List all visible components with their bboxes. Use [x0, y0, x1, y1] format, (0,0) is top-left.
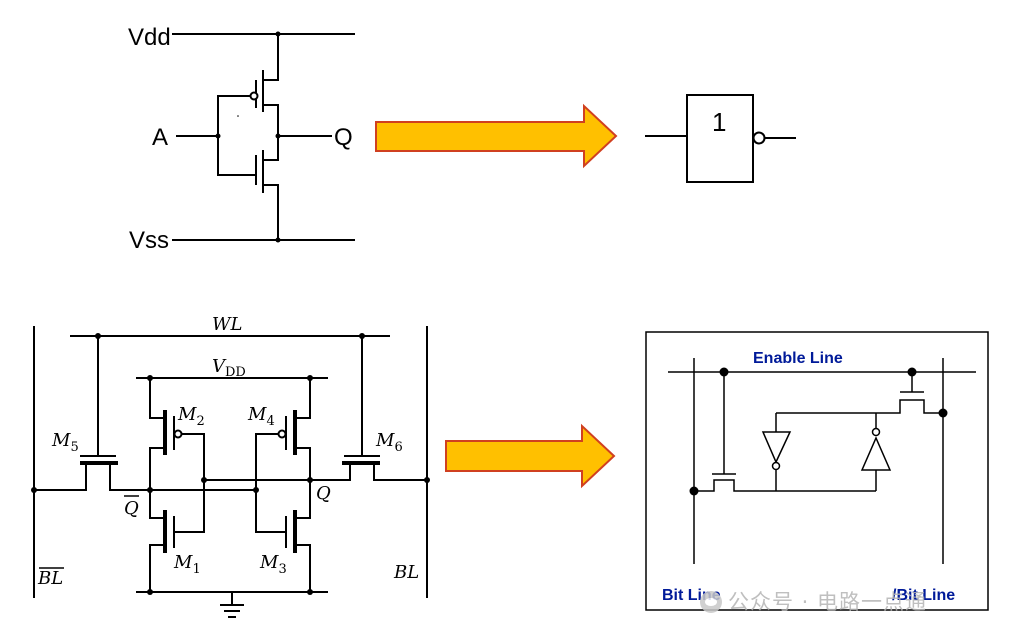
m1-source-wire: [149, 544, 165, 592]
wordline-label: WL: [212, 314, 242, 335]
m2-label: M2: [177, 404, 205, 429]
m4-drain-wire: [295, 447, 311, 480]
m4-label: M4: [247, 404, 275, 429]
output-q-label: Q: [334, 124, 353, 151]
m6-left-wire: [310, 463, 351, 481]
arrow-bottom: [445, 423, 616, 489]
inverter-gate-symbol: [645, 94, 796, 183]
right-inverter-gate-tie: [255, 433, 286, 533]
inv1-triangle: [761, 431, 792, 464]
m3-drain-wire: [295, 480, 311, 519]
enable-line-label: Enable Line: [753, 350, 843, 367]
m2-source-wire: [149, 378, 165, 419]
m4-bubble: [277, 429, 287, 439]
m6-right-wire: [373, 463, 427, 481]
sram-junctions: [31, 333, 430, 595]
input-a-label: A: [152, 124, 168, 151]
m1-label: M1: [173, 552, 201, 577]
m5-left-wire: [34, 463, 87, 491]
right-access-channel: [776, 399, 943, 414]
wechat-logo-icon: [700, 591, 722, 613]
gate-number-label: 1: [712, 107, 726, 137]
arrow-top: [375, 103, 618, 169]
gate-tie-wire: [217, 95, 256, 176]
watermark: 公众号 · 电路一点通: [700, 586, 927, 616]
cmos-inverter-schematic: [172, 33, 355, 241]
m6-label: M6: [375, 430, 403, 455]
vdd-label: Vdd: [128, 24, 171, 51]
m5-right-wire: [109, 463, 150, 491]
vss-label: Vss: [129, 227, 169, 254]
inverter-junctions: [215, 31, 281, 243]
vdd-sram-label: VDD: [212, 356, 246, 380]
bitline-bar-label: BL: [37, 568, 63, 589]
m1-drain-wire: [149, 490, 165, 519]
sram-block-junctions: [689, 367, 948, 496]
m2-bubble: [173, 429, 183, 439]
sram-block-diagram: [668, 358, 976, 564]
m3-label: M3: [259, 552, 287, 577]
left-inverter-gate-tie: [174, 433, 205, 533]
inverter-mid-wire: [263, 104, 279, 161]
left-access-channel: [694, 479, 876, 492]
q-label: Q: [316, 483, 331, 504]
m4-source-wire: [295, 378, 311, 419]
m3-source-wire: [295, 544, 311, 592]
sram-block-frame: [645, 331, 989, 611]
nmos-source-wire: [263, 184, 279, 240]
m2-drain-wire: [149, 447, 165, 490]
qbar-label: Q: [124, 498, 139, 519]
pmos-bubble: [249, 91, 259, 101]
inv1-bubble: [771, 461, 781, 471]
bitline-label: BL: [393, 562, 419, 583]
inv2-bubble: [871, 427, 881, 437]
gate-output-bubble: [752, 131, 766, 145]
m5-label: M5: [51, 430, 79, 455]
inv2-triangle: [860, 436, 892, 471]
bit-line-bar-label: /Bit Line: [892, 587, 955, 604]
watermark-text: 公众号 · 电路一点通: [728, 590, 928, 614]
pmos-source-wire: [263, 34, 279, 81]
